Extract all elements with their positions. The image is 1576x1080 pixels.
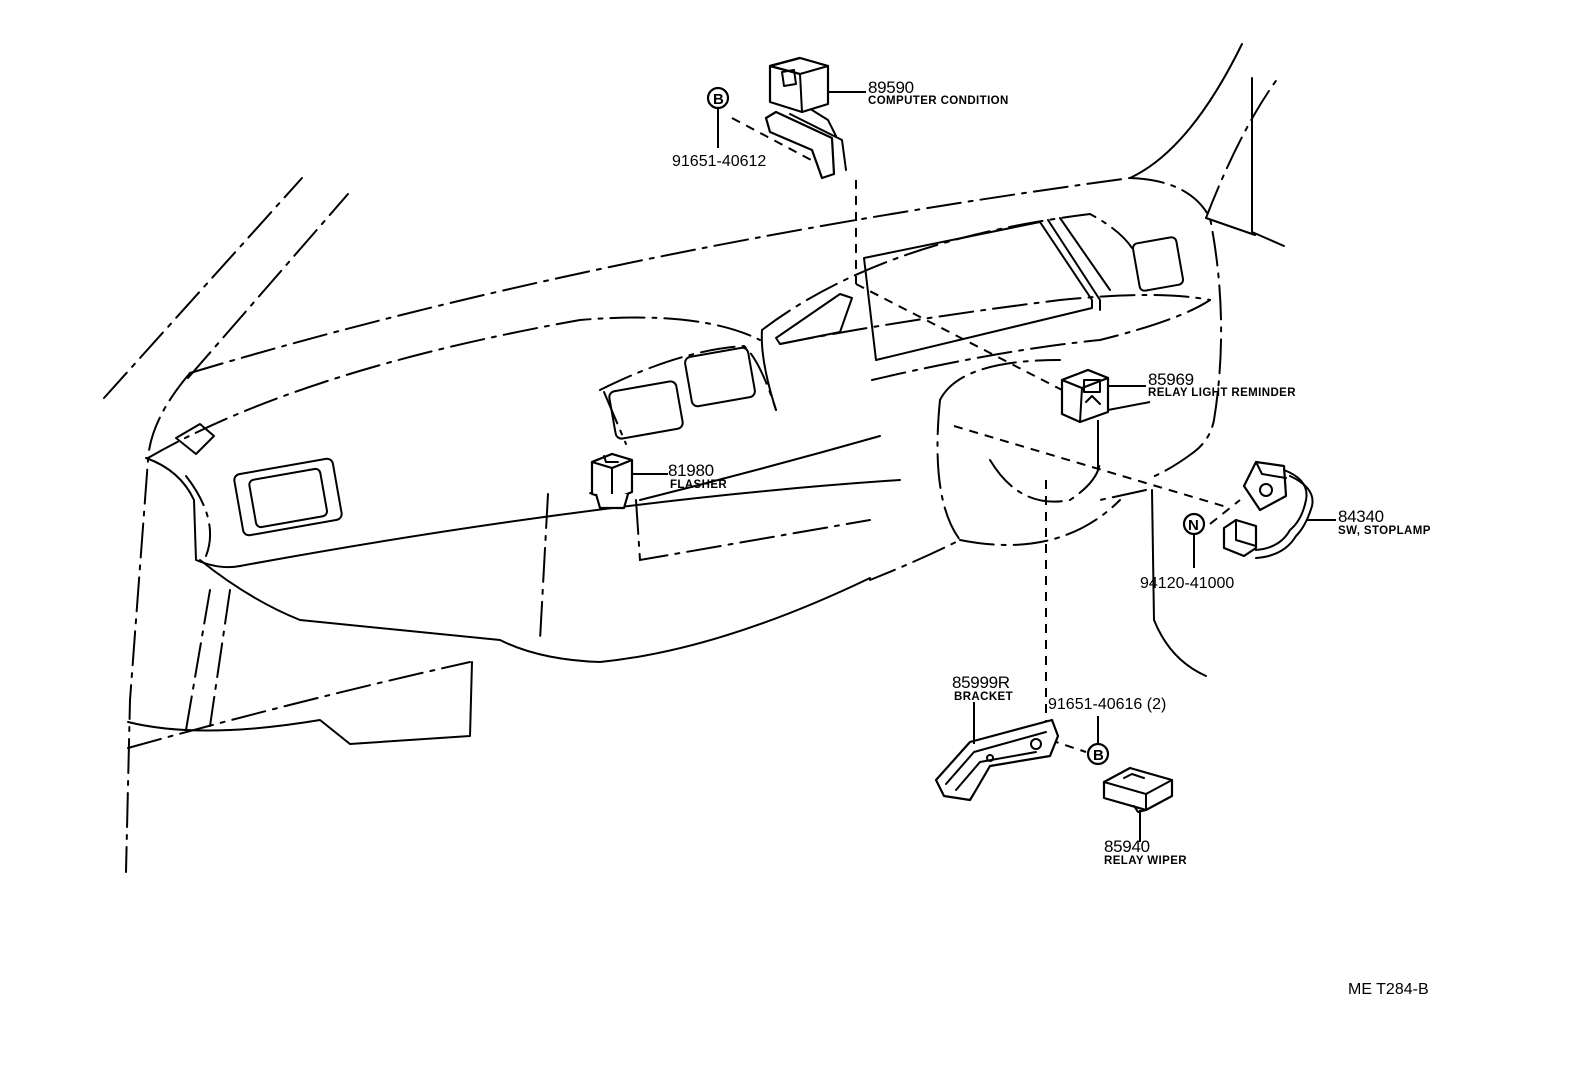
bracket-part: 85999R BRACKET xyxy=(934,673,1060,802)
computer-condition-number: 89590 xyxy=(868,78,914,97)
nut-stoplamp-callout: N 94120-41000 xyxy=(1140,512,1234,592)
bolt-top-number: 91651-40612 xyxy=(672,153,766,170)
relay-light-reminder-part: 85969 RELAY LIGHT REMINDER xyxy=(1060,368,1296,470)
stoplamp-switch-part: 84340 SW, STOPLAMP xyxy=(1222,460,1431,559)
flasher-part: 81980 FLASHER xyxy=(590,452,727,510)
connection-lines xyxy=(583,117,1241,753)
computer-condition-part: 89590 COMPUTER CONDITION xyxy=(764,56,1009,180)
bracket-number: 85999R xyxy=(952,673,1010,692)
dashboard-outline xyxy=(103,43,1285,873)
bolt-top-callout: B 91651-40612 xyxy=(672,86,766,170)
relay-light-reminder-name: RELAY LIGHT REMINDER xyxy=(1148,387,1296,399)
bolt-symbol-icon xyxy=(1086,742,1110,766)
nut-stoplamp-number: 94120-41000 xyxy=(1140,575,1234,592)
flasher-number: 81980 xyxy=(668,461,714,480)
bolt-top-symbol: B xyxy=(713,91,724,108)
stoplamp-switch-number: 84340 xyxy=(1338,507,1384,526)
bolt-bracket-callout: 91651-40616 (2) B xyxy=(1048,696,1166,766)
nut-stoplamp-symbol: N xyxy=(1188,517,1199,534)
relay-light-reminder-number: 85969 xyxy=(1148,370,1194,389)
stoplamp-switch-name: SW, STOPLAMP xyxy=(1338,525,1431,537)
relay-wiper-part: 85940 RELAY WIPER xyxy=(1102,766,1187,867)
diagram-code: ME T284-B xyxy=(1348,981,1429,998)
relay-wiper-number: 85940 xyxy=(1104,837,1150,856)
bolt-bracket-symbol: B xyxy=(1093,747,1104,764)
bolt-bracket-number: 91651-40616 (2) xyxy=(1048,696,1166,713)
flasher-name: FLASHER xyxy=(670,479,727,491)
bracket-name: BRACKET xyxy=(954,691,1013,703)
relay-wiper-name: RELAY WIPER xyxy=(1104,855,1187,867)
computer-condition-name: COMPUTER CONDITION xyxy=(868,95,1009,107)
